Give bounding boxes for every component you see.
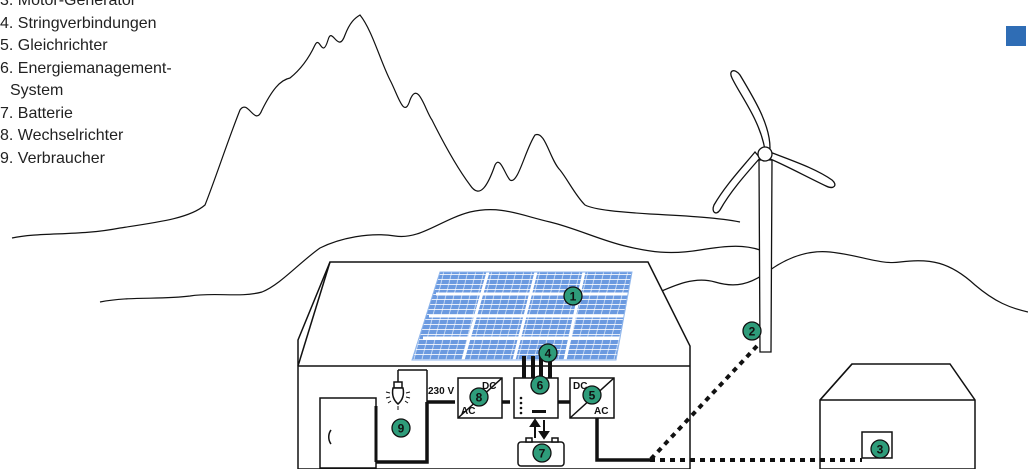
marker-3: 3 xyxy=(870,439,890,459)
hill-ridge xyxy=(99,209,761,303)
legend-item-rectifier: 5. Gleichrichter xyxy=(0,37,108,54)
svg-text:7: 7 xyxy=(539,447,546,461)
legend-list: 3. Motor-Generator 4. Stringverbindungen… xyxy=(0,0,230,170)
svg-text:8: 8 xyxy=(476,391,483,405)
marker-7: 7 xyxy=(532,443,552,463)
marker-5: 5 xyxy=(582,385,602,405)
marker-4: 4 xyxy=(538,343,558,363)
inverter-ac-label: AC xyxy=(461,406,475,417)
dotted-cables xyxy=(648,344,862,462)
battery-arrows xyxy=(529,418,550,440)
svg-text:3: 3 xyxy=(877,443,884,457)
rectifier-dc-label: DC xyxy=(573,381,587,392)
solar-panel-array xyxy=(411,271,633,361)
marker-1: 1 xyxy=(563,286,583,306)
solid-cables xyxy=(376,400,650,464)
marker-6: 6 xyxy=(530,375,550,395)
svg-text:6: 6 xyxy=(537,379,544,393)
legend-item-battery: 7. Batterie xyxy=(0,104,73,122)
small-house xyxy=(819,363,976,469)
hill-ridge-right xyxy=(654,251,1028,313)
marker-2: 2 xyxy=(742,321,762,341)
legend-item-energy-management: 6. Energiemanagement- xyxy=(0,59,172,77)
svg-text:1: 1 xyxy=(570,290,577,304)
legend-item-motor-generator: 3. Motor-Generator xyxy=(0,0,137,9)
rectifier-ac-label: AC xyxy=(594,406,608,417)
marker-9: 9 xyxy=(391,418,411,438)
legend-item-inverter: 8. Wechselrichter xyxy=(0,127,124,144)
legend-item-string-connections: 4. Stringverbindungen xyxy=(0,14,157,32)
wind-turbine xyxy=(712,70,836,353)
light-bulb-icon xyxy=(385,369,428,410)
inverter-dc-label: DC xyxy=(482,381,496,392)
corner-blue-square xyxy=(1006,26,1026,46)
svg-text:9: 9 xyxy=(398,422,405,436)
marker-8: 8 xyxy=(469,387,489,407)
svg-text:5: 5 xyxy=(589,389,596,403)
legend-item-consumer: 9. Verbraucher xyxy=(0,149,105,167)
voltage-label: 230 V xyxy=(428,386,454,397)
cabinet xyxy=(319,397,377,469)
legend-item-energy-management-cont: System xyxy=(10,82,64,99)
mountain-ridge-back xyxy=(11,14,741,239)
svg-text:2: 2 xyxy=(749,325,756,339)
svg-text:4: 4 xyxy=(545,347,552,361)
